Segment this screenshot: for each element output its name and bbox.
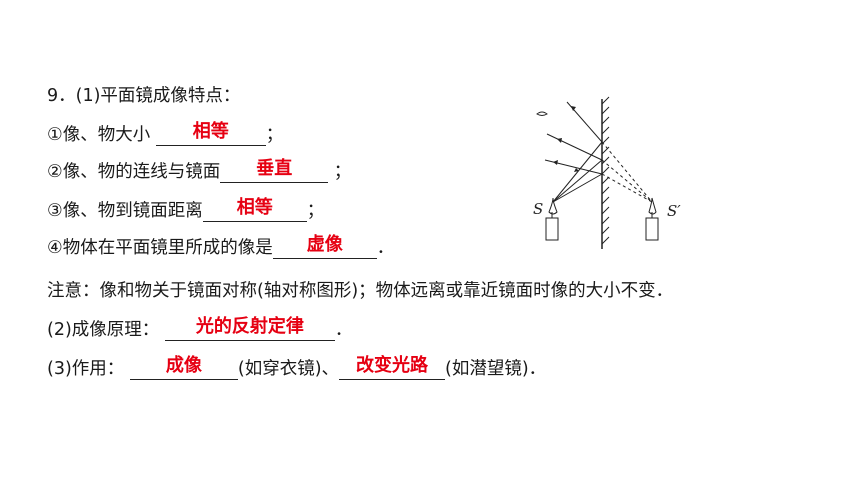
item-size: ①像、物大小 相等 ； — [47, 121, 284, 146]
answer-text: 成像 — [165, 355, 202, 376]
mirror-diagram: S S′ — [533, 96, 681, 249]
item-connection-text: ②像、物的连线与镜面 — [47, 162, 221, 182]
answer-text: 光的反射定律 — [195, 316, 304, 337]
answer-blank[interactable]: 虚像 — [272, 234, 377, 259]
part-function: (3)作用： 成像 (如穿衣镜)、改变光路 (如潜望镜)． — [47, 355, 547, 380]
punctuation: ． — [376, 238, 395, 258]
answer-text: 改变光路 — [356, 355, 429, 376]
example-text: (如潜望镜)． — [445, 359, 547, 379]
item-image-type: ④物体在平面镜里所成的像是 虚像 ． — [47, 234, 395, 259]
candle-icon — [545, 197, 559, 241]
part-principle: (2)成像原理： 光的反射定律 ． — [47, 316, 353, 341]
item-distance-text: ③像、物到镜面距离 — [47, 201, 203, 221]
image-label: S′ — [667, 202, 681, 220]
answer-blank[interactable]: 垂直 — [220, 158, 329, 183]
reflected-rays — [544, 101, 603, 175]
answer-blank[interactable]: 光的反射定律 — [164, 316, 335, 341]
answer-text: 虚像 — [306, 234, 343, 255]
answer-blank[interactable]: 相等 — [202, 197, 307, 222]
answer-blank[interactable]: 成像 — [129, 355, 238, 380]
part-principle-text: (2)成像原理： — [47, 320, 160, 340]
item-image-type-text: ④物体在平面镜里所成的像是 — [47, 238, 273, 258]
punctuation: ； — [306, 201, 325, 221]
answer-text: 相等 — [236, 197, 273, 218]
ray-arrows — [553, 106, 579, 172]
punctuation: ． — [334, 320, 353, 340]
candle-image-icon — [645, 197, 659, 241]
incident-rays — [552, 141, 603, 203]
part-function-text: (3)作用： — [47, 359, 125, 379]
item-distance: ③像、物到镜面距离 相等 ； — [47, 197, 325, 222]
example-text: (如穿衣镜)、 — [237, 359, 340, 379]
answer-blank[interactable]: 相等 — [155, 121, 266, 146]
item-connection: ②像、物的连线与镜面 垂直 ； — [47, 158, 352, 183]
answer-text: 相等 — [192, 121, 229, 142]
punctuation: ； — [265, 125, 284, 145]
note-text: 注意：像和物关于镜面对称(轴对称图形)；物体远离或靠近镜面时像的大小不变． — [47, 281, 674, 301]
eye-icon — [536, 111, 548, 116]
mirror-hatching — [601, 96, 610, 245]
question-title: 9．(1)平面镜成像特点： — [47, 86, 241, 106]
answer-text: 垂直 — [256, 158, 293, 179]
answer-blank[interactable]: 改变光路 — [339, 355, 446, 380]
punctuation: ； — [333, 162, 352, 182]
object-label: S — [533, 200, 543, 218]
virtual-rays — [601, 141, 653, 203]
item-size-text: ①像、物大小 — [47, 125, 151, 145]
